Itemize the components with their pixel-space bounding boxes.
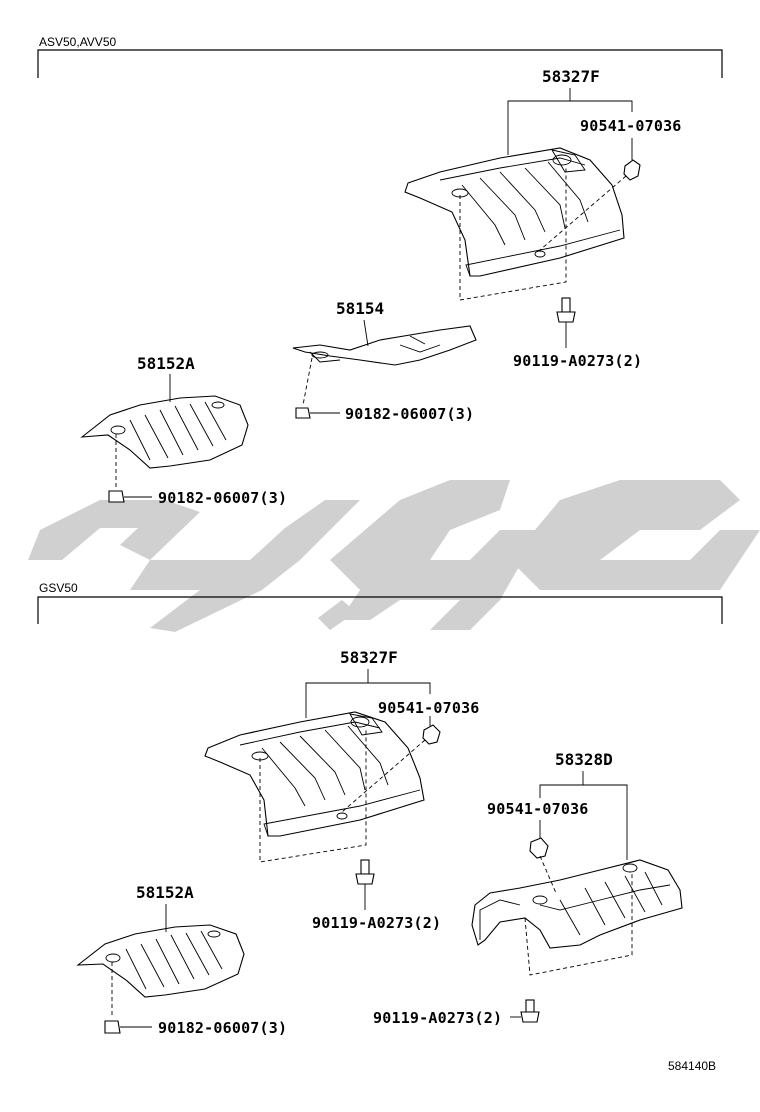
part-number-90119-a0273-bottom-right: 90119-A0273(2) bbox=[373, 1009, 502, 1027]
heat-insulator-58327f-top bbox=[404, 147, 625, 277]
heat-insulator-58152a-bottom: 58152A bbox=[76, 883, 245, 998]
watermark-logo bbox=[28, 480, 760, 632]
section-label-bottom: GSV50 bbox=[39, 581, 78, 595]
part-number-58152a-top: 58152A bbox=[137, 354, 195, 373]
nut-90182-58152a-top: 90182-06007(3) bbox=[108, 434, 287, 507]
nut-90182-58154: 90182-06007(3) bbox=[295, 357, 474, 423]
clip-90541-bottom-right: 90541-07036 bbox=[487, 800, 589, 894]
part-number-90182-06007-58154: 90182-06007(3) bbox=[345, 405, 474, 423]
part-number-90541-07036-bottom-left: 90541-07036 bbox=[378, 699, 480, 717]
section-frame-bottom: GSV50 bbox=[37, 581, 723, 624]
clip-90541-top: 90541-07036 bbox=[539, 117, 682, 251]
heat-insulator-58328d: 58328D bbox=[471, 750, 683, 949]
bolt-90119-bottom-right: 90119-A0273(2) bbox=[373, 872, 633, 1027]
callout-58327f-bottom: 58327F bbox=[305, 648, 431, 718]
illustration-reference: 584140B bbox=[668, 1059, 716, 1073]
section-label-top: ASV50,AVV50 bbox=[39, 35, 116, 49]
part-number-58328d: 58328D bbox=[555, 750, 613, 769]
heat-insulator-58327f-bottom bbox=[204, 711, 425, 837]
part-number-90182-06007-58152a-top: 90182-06007(3) bbox=[158, 489, 287, 507]
clip-90541-bottom-left: 90541-07036 bbox=[341, 699, 480, 813]
part-number-58154: 58154 bbox=[336, 299, 384, 318]
heat-insulator-58154: 58154 bbox=[292, 299, 477, 366]
part-number-90119-a0273-top: 90119-A0273(2) bbox=[513, 352, 642, 370]
part-number-90541-07036-bottom-right: 90541-07036 bbox=[487, 800, 589, 818]
callout-58327f-top: 58327F bbox=[507, 67, 633, 155]
bolt-90119-top: 90119-A0273(2) bbox=[459, 168, 642, 370]
part-number-90182-06007-58152a-bottom: 90182-06007(3) bbox=[158, 1019, 287, 1037]
nut-90182-58152a-bottom: 90182-06007(3) bbox=[104, 962, 287, 1037]
bolt-90119-bottom-left: 90119-A0273(2) bbox=[259, 730, 441, 932]
part-number-90541-07036-top: 90541-07036 bbox=[580, 117, 682, 135]
section-frame-top: ASV50,AVV50 bbox=[37, 35, 723, 78]
part-number-58152a-bottom: 58152A bbox=[136, 883, 194, 902]
part-number-90119-a0273-bottom-left: 90119-A0273(2) bbox=[312, 914, 441, 932]
part-number-58327f-bottom: 58327F bbox=[340, 648, 398, 667]
heat-insulator-58152a-top: 58152A bbox=[80, 354, 249, 469]
part-number-58327f-top: 58327F bbox=[542, 67, 600, 86]
